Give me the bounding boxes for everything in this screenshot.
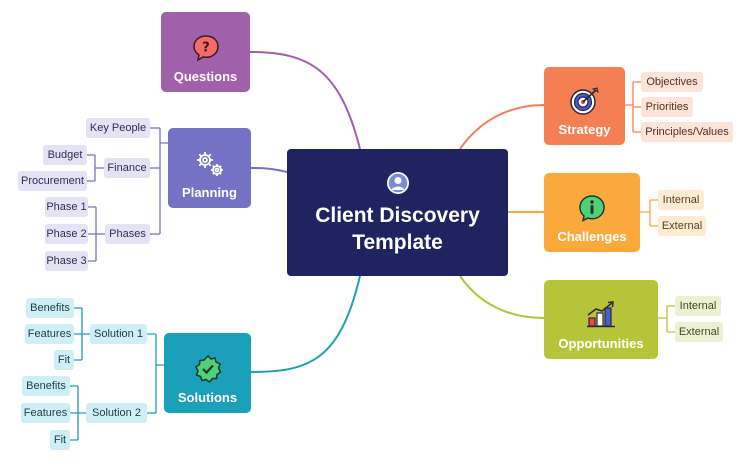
leaf-solution-1[interactable]: Solution 1 (90, 324, 147, 344)
connector-opportunities (459, 275, 545, 319)
branch-opportunities[interactable]: Opportunities (544, 280, 658, 359)
verified-badge-icon (194, 354, 221, 384)
leaf-principles-values[interactable]: Principles/Values (641, 122, 733, 142)
leaf-solution-2[interactable]: Solution 2 (86, 403, 147, 423)
central-topic[interactable]: Client Discovery Template (287, 149, 508, 276)
leaf-objectives[interactable]: Objectives (641, 72, 703, 92)
leaf-solution-1-fit[interactable]: Fit (54, 350, 74, 370)
question-icon: ? (192, 35, 219, 62)
leaf-challenges-external[interactable]: External (658, 216, 706, 236)
leaf-opportunities-internal[interactable]: Internal (675, 296, 721, 316)
branch-planning[interactable]: Planning (168, 128, 251, 208)
leaf-procurement[interactable]: Procurement (18, 171, 87, 191)
bar-chart-growth-icon (587, 301, 615, 328)
target-icon (569, 87, 599, 115)
connector-solutions (250, 275, 361, 373)
leaf-priorities[interactable]: Priorities (641, 97, 693, 117)
branch-challenges-label: Challenges (557, 229, 627, 244)
connector-strategy (459, 104, 545, 150)
branch-planning-label: Planning (182, 185, 237, 200)
gears-icon (196, 152, 223, 176)
leaf-solution-1-features[interactable]: Features (25, 324, 74, 344)
leaf-solution-2-features[interactable]: Features (21, 403, 70, 423)
leaf-key-people[interactable]: Key People (86, 118, 150, 138)
info-icon (579, 195, 605, 222)
branch-challenges[interactable]: Challenges (544, 173, 640, 252)
leaf-opportunities-external[interactable]: External (675, 322, 723, 342)
leaf-budget[interactable]: Budget (43, 145, 87, 165)
svg-text:?: ? (202, 41, 210, 56)
leaf-phase-3[interactable]: Phase 3 (45, 251, 88, 271)
leaf-solution-2-benefits[interactable]: Benefits (22, 376, 70, 396)
branch-strategy[interactable]: Strategy (544, 67, 625, 145)
branch-questions-label: Questions (173, 69, 238, 84)
leaf-phase-1[interactable]: Phase 1 (45, 197, 88, 217)
leaf-solution-1-benefits[interactable]: Benefits (26, 298, 74, 318)
leaf-challenges-internal[interactable]: Internal (658, 190, 704, 210)
leaf-finance[interactable]: Finance (104, 158, 150, 178)
central-topic-title: Client Discovery Template (315, 203, 480, 254)
branch-questions[interactable]: ? Questions (161, 12, 250, 92)
branch-solutions[interactable]: Solutions (164, 333, 251, 413)
leaf-phases[interactable]: Phases (105, 224, 150, 244)
leaf-solution-2-fit[interactable]: Fit (50, 430, 70, 450)
branch-solutions-label: Solutions (177, 390, 238, 405)
leaf-phase-2[interactable]: Phase 2 (45, 224, 88, 244)
user-avatar-icon (386, 171, 409, 194)
connector-planning (250, 167, 288, 173)
connector-questions (249, 51, 361, 150)
branch-strategy-label: Strategy (558, 122, 611, 137)
branch-opportunities-label: Opportunities (558, 336, 644, 351)
